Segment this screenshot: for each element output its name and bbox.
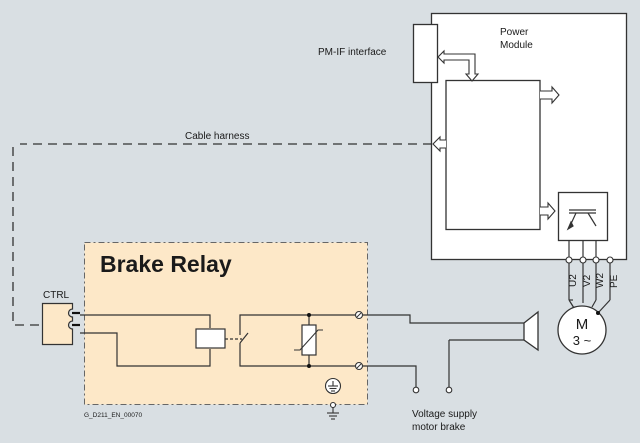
relay-wiring xyxy=(80,314,524,388)
power-module-label-2: Module xyxy=(500,40,533,51)
cable-harness-label: Cable harness xyxy=(185,131,249,142)
inverter-box xyxy=(557,191,609,242)
pe-junction-dot xyxy=(596,311,600,315)
terminal-w2-label: W2 xyxy=(595,273,606,288)
brake-relay-box xyxy=(84,242,368,405)
motor-terminals xyxy=(565,256,614,264)
motor-icon xyxy=(557,305,607,355)
varistor-curve xyxy=(294,329,323,351)
harness-arrow xyxy=(432,135,446,153)
ctrl-connector xyxy=(41,302,74,346)
interface-arrow xyxy=(437,49,480,82)
junction-dot-bottom xyxy=(307,364,311,368)
terminal-pe-label: PE xyxy=(609,274,620,288)
supply-terminal-1 xyxy=(412,386,420,394)
switch-contact-icon xyxy=(239,332,249,344)
terminal-u2-label: U2 xyxy=(568,274,579,287)
ctrl-pins xyxy=(72,311,80,327)
screw-terminal-bottom xyxy=(354,361,364,371)
terminal-v2-label: V2 xyxy=(582,274,593,287)
output-arrow-1 xyxy=(540,85,560,105)
transistor-icon xyxy=(566,209,597,231)
pm-if-label: PM-IF interface xyxy=(318,47,387,58)
brake-relay-title: Brake Relay xyxy=(100,251,232,277)
cable-harness-line xyxy=(12,143,432,326)
supply-terminal-2 xyxy=(445,386,453,394)
ground-icon xyxy=(324,377,342,395)
motor-leads xyxy=(568,241,611,314)
motor-label-2: 3 ~ xyxy=(573,333,592,348)
pm-if-connector xyxy=(412,23,439,84)
screw-terminal-top xyxy=(354,310,364,320)
control-unit-box xyxy=(445,79,541,231)
junction-dot-top xyxy=(307,313,311,317)
figure-id: G_D211_EN_00070 xyxy=(84,412,142,419)
voltage-supply-label-2: motor brake xyxy=(412,422,466,433)
voltage-supply-label-1: Voltage supply xyxy=(412,409,477,420)
output-arrow-2 xyxy=(540,201,556,221)
ctrl-label: CTRL xyxy=(43,290,70,301)
relay-coil-icon xyxy=(195,328,226,349)
motor-label-1: M xyxy=(576,316,589,333)
earth-terminal-icon xyxy=(327,401,339,420)
brake-icon xyxy=(523,310,539,352)
power-module-label-1: Power xyxy=(500,27,529,38)
